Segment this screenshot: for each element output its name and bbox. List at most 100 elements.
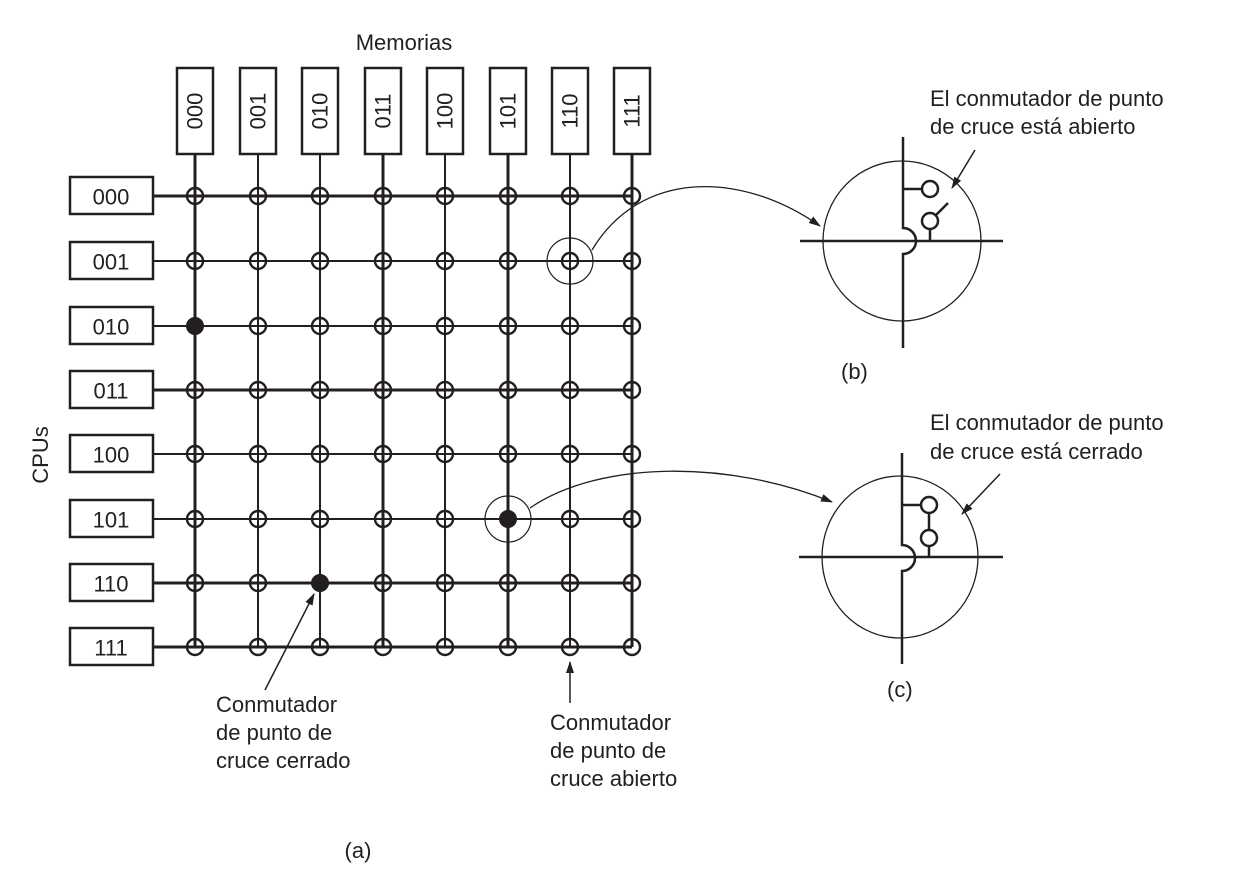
- grid-lines: [153, 154, 634, 649]
- closed-note-arrow: [961, 473, 1001, 515]
- crosspoint-open: [435, 637, 455, 657]
- crosspoint-open: [435, 380, 455, 400]
- closed-switch-highlight-ring: [484, 495, 532, 543]
- crosspoint-open: [248, 444, 268, 464]
- open-note: El conmutador de punto de cruce está abi…: [930, 86, 1170, 139]
- memory-box-101: [488, 66, 528, 156]
- crosspoint-open: [248, 316, 268, 336]
- crosspoint-closed: [499, 510, 517, 528]
- crosspoint-open: [435, 444, 455, 464]
- cpu-box-001: [68, 240, 155, 281]
- cpu-label: 101: [93, 508, 130, 533]
- cpu-box-111: [68, 626, 155, 667]
- crosspoint-open: [622, 316, 642, 336]
- crosspoint-open: [622, 509, 642, 529]
- open-switch-zoom-connector: [591, 185, 821, 251]
- crosspoint-open: [185, 573, 205, 593]
- crosspoint-open: [498, 637, 518, 657]
- crosspoint-open: [248, 380, 268, 400]
- crosspoint-open: [622, 444, 642, 464]
- panel-a-crossbar: Memorias CPUs 000 001 010 011 100 101 110 111 0…: [28, 30, 677, 863]
- memory-box-111: [612, 66, 652, 156]
- cpu-label: 000: [93, 185, 130, 210]
- crosspoint-open: [185, 186, 205, 206]
- open-detail-contact-bottom: [920, 211, 940, 231]
- crosspoint-open: [435, 573, 455, 593]
- crosspoint-open: [435, 509, 455, 529]
- crosspoint-open: [185, 380, 205, 400]
- crosspoint-open: [185, 444, 205, 464]
- panel-c-closed-switch-detail: El conmutador de punto de cruce está cer…: [799, 410, 1164, 702]
- crosspoint-open: [435, 251, 455, 271]
- panel-c-caption: (c): [887, 677, 913, 702]
- cpus-title: CPUs: [28, 426, 53, 483]
- crosspoint-open: [498, 444, 518, 464]
- closed-detail-contact-top: [919, 495, 939, 515]
- crosspoint-closed: [311, 574, 329, 592]
- crosspoint-open: [435, 316, 455, 336]
- memory-box-001: [238, 66, 278, 156]
- crosspoint-open: [498, 380, 518, 400]
- crosspoint-open: [185, 251, 205, 271]
- crosspoint-open: [560, 186, 580, 206]
- open-detail-switch-lever: [935, 202, 949, 216]
- crosspoint-open: [310, 380, 330, 400]
- crosspoint-open: [373, 509, 393, 529]
- crosspoint-open: [248, 509, 268, 529]
- cpu-label: 100: [93, 443, 130, 468]
- cpu-box-000: [68, 175, 155, 216]
- memory-label: 110: [558, 93, 583, 128]
- cpu-label: 001: [93, 250, 130, 275]
- crosspoint-open: [622, 637, 642, 657]
- cpu-box-110: [68, 562, 155, 603]
- panel-b-caption: (b): [841, 359, 868, 384]
- crosspoint-open: [373, 573, 393, 593]
- closed-detail-contact-bottom: [919, 528, 939, 548]
- crosspoint-open: [310, 316, 330, 336]
- cpu-label: 110: [93, 572, 128, 597]
- open-switch-label: Conmutador de punto de cruce abierto: [550, 710, 677, 791]
- crosspoint-open: [435, 186, 455, 206]
- crosspoint-open: [622, 573, 642, 593]
- crosspoint-open: [560, 573, 580, 593]
- crosspoint-open: [185, 509, 205, 529]
- crosspoint-open: [373, 380, 393, 400]
- memory-box-011: [363, 66, 403, 156]
- crosspoint-open: [373, 637, 393, 657]
- crosspoint-open: [560, 637, 580, 657]
- crosspoint-open: [373, 186, 393, 206]
- crosspoint-open: [310, 251, 330, 271]
- open-detail-vertical-wire: [901, 137, 918, 348]
- crosspoint-closed: [186, 317, 204, 335]
- crosspoint-open: [498, 186, 518, 206]
- memory-label: 001: [246, 93, 271, 130]
- cpu-label: 111: [94, 636, 127, 661]
- memory-box-110: [550, 66, 590, 156]
- memory-label: 000: [183, 93, 208, 130]
- closed-detail-vertical-wire: [900, 453, 917, 664]
- crosspoint-open: [560, 251, 580, 271]
- crosspoint-open: [560, 509, 580, 529]
- crosspoint-open: [310, 637, 330, 657]
- crosspoint-switches: [185, 186, 642, 657]
- crosspoint-open: [622, 251, 642, 271]
- crosspoint-open: [248, 251, 268, 271]
- open-detail-contact-top: [920, 179, 940, 199]
- cpu-label: 011: [93, 379, 128, 404]
- crosspoint-open: [373, 444, 393, 464]
- crosspoint-open: [560, 316, 580, 336]
- panel-a-caption: (a): [345, 838, 372, 863]
- cpu-box-011: [68, 369, 155, 410]
- crosspoint-open: [248, 573, 268, 593]
- crosspoint-open: [310, 444, 330, 464]
- crosspoint-open: [185, 637, 205, 657]
- memory-label: 010: [308, 93, 333, 130]
- closed-switch-label: Conmutador de punto de cruce cerrado: [216, 692, 351, 773]
- crosspoint-open: [622, 186, 642, 206]
- memories-title: Memorias: [356, 30, 453, 55]
- memory-label: 100: [433, 93, 458, 130]
- crosspoint-open: [622, 380, 642, 400]
- crosspoint-open: [373, 251, 393, 271]
